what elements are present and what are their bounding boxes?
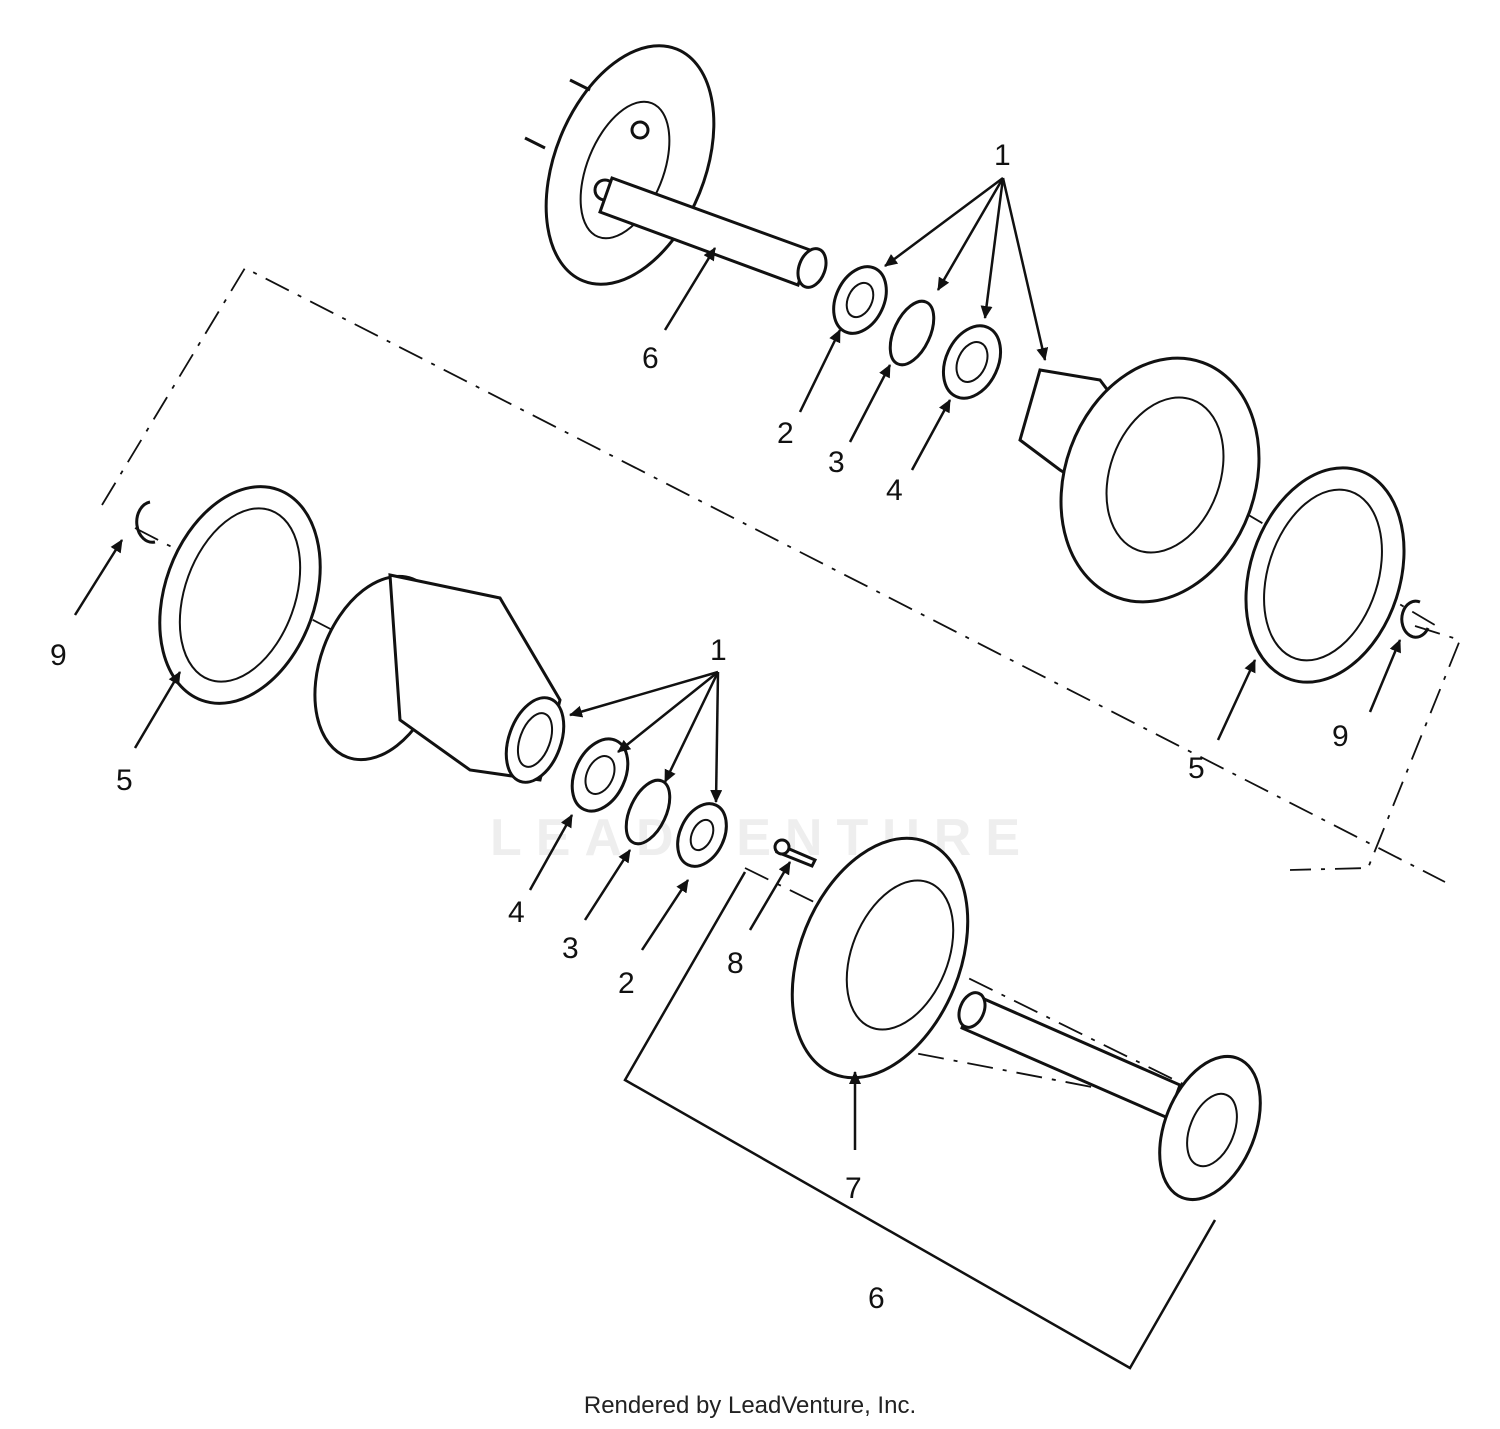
callout-bottom-8: 8 bbox=[727, 947, 744, 980]
top-e-clip bbox=[1400, 599, 1430, 639]
callouts-bottom: 1 9 5 4 3 2 8 7 6 bbox=[50, 634, 885, 1315]
callout-bottom-4: 4 bbox=[508, 896, 525, 929]
render-credit: Rendered by LeadVenture, Inc. bbox=[583, 1392, 917, 1419]
top-axle-shaft bbox=[524, 44, 828, 289]
bottom-seal-ring bbox=[676, 802, 728, 868]
callout-top-4: 4 bbox=[886, 474, 903, 507]
callout-top-1: 1 bbox=[994, 139, 1011, 172]
bottom-gasket bbox=[158, 485, 322, 705]
callout-bottom-7: 7 bbox=[845, 1172, 862, 1205]
callouts-top: 1 6 2 3 4 5 9 bbox=[642, 139, 1349, 785]
callout-bottom-2: 2 bbox=[618, 967, 635, 1000]
top-leader-lines bbox=[663, 176, 1402, 741]
bottom-e-clip bbox=[135, 500, 156, 544]
callout-bottom-3: 3 bbox=[562, 932, 579, 965]
callout-bottom-5: 5 bbox=[116, 764, 133, 797]
bottom-bolt bbox=[773, 838, 818, 868]
callout-top-6: 6 bbox=[642, 342, 659, 375]
callout-bottom-1: 1 bbox=[710, 634, 727, 667]
top-axle-housing bbox=[1018, 356, 1261, 604]
bottom-axle-housing bbox=[313, 573, 566, 784]
bottom-snap-ring bbox=[624, 778, 672, 846]
phantom-lines bbox=[101, 266, 1462, 1101]
top-gasket bbox=[1244, 466, 1406, 684]
callout-top-5: 5 bbox=[1188, 752, 1205, 785]
top-bearing bbox=[941, 324, 1003, 400]
bottom-brake-disc bbox=[790, 836, 970, 1080]
bottom-axle-shaft bbox=[957, 991, 1262, 1202]
callout-top-2: 2 bbox=[777, 417, 794, 450]
callout-top-9: 9 bbox=[1332, 720, 1349, 753]
top-snap-ring bbox=[888, 299, 936, 367]
callout-bottom-6: 6 bbox=[868, 1282, 885, 1315]
top-seal-ring bbox=[832, 265, 888, 335]
bottom-bearing bbox=[570, 737, 630, 813]
callout-bottom-9: 9 bbox=[50, 639, 67, 672]
callout-top-3: 3 bbox=[828, 446, 845, 479]
bottom-leader-lines bbox=[73, 539, 1217, 1370]
